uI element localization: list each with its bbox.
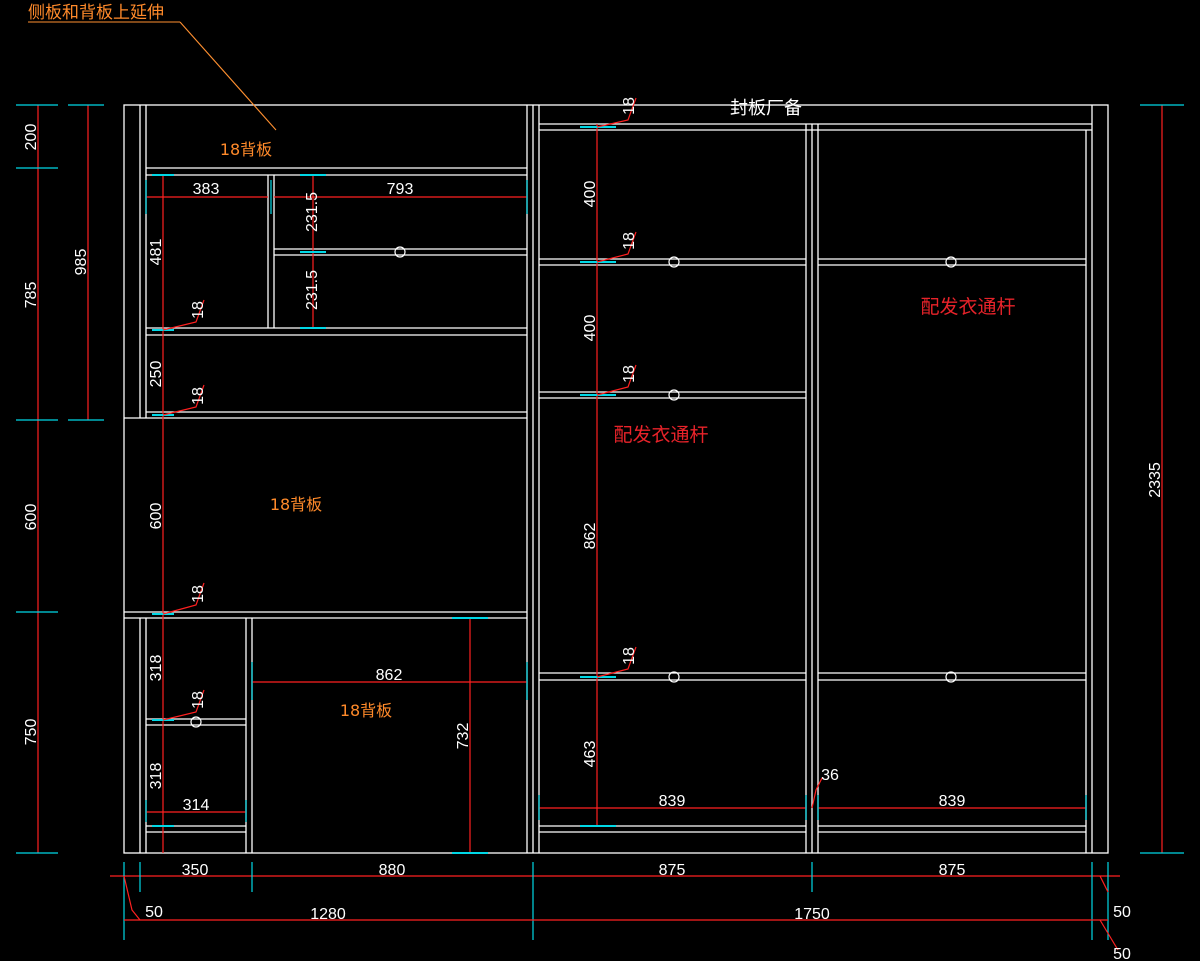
note-back-panel-1: 18背板: [220, 140, 272, 159]
rod-marker-1: [394, 246, 406, 258]
dim-250: 250: [148, 361, 165, 388]
dim-mid-18-b: 18: [621, 232, 638, 250]
rod-marker-6: [945, 671, 957, 683]
note-top-leader: [179, 21, 277, 131]
note-back-panel-3: 18背板: [340, 701, 392, 720]
rod-marker-3: [945, 256, 957, 268]
bottom-dimension-chains: [110, 862, 1120, 951]
rod-marker-2: [668, 256, 680, 268]
dim-18-b: 18: [190, 387, 207, 405]
rod-marker-5: [668, 671, 680, 683]
dim-231-5-a: 231.5: [304, 192, 321, 232]
dim-mid-463: 463: [582, 741, 599, 768]
dim-18-d: 18: [190, 691, 207, 709]
dim-481: 481: [148, 239, 165, 266]
wardrobe-frame: [123, 104, 1109, 854]
dim-bottom-880: 880: [379, 862, 406, 879]
dim-bottom-50-c: 50: [1113, 946, 1131, 961]
dim-36: 36: [821, 767, 839, 784]
dim-left-985: 985: [73, 249, 90, 276]
dim-mid-18-top: 18: [621, 97, 638, 115]
dim-314: 314: [183, 797, 210, 814]
note-extend-side-back: 侧板和背板上延伸: [28, 3, 164, 23]
dim-mid-18-d: 18: [621, 647, 638, 665]
dim-mid-400-b: 400: [582, 315, 599, 342]
dim-left-200: 200: [23, 124, 40, 151]
dim-bottom-1280: 1280: [310, 906, 346, 923]
dim-839-a: 839: [659, 793, 686, 810]
dim-231-5-b: 231.5: [304, 270, 321, 310]
dim-318-a: 318: [148, 655, 165, 682]
dim-18-c: 18: [190, 585, 207, 603]
dim-bottom-350: 350: [182, 862, 209, 879]
left-dimension-chain: [16, 104, 104, 854]
dim-862-lower: 862: [376, 667, 403, 684]
dim-right-2335: 2335: [1147, 462, 1164, 498]
dim-383: 383: [193, 181, 220, 198]
dim-600-inner: 600: [148, 503, 165, 530]
dim-left-600: 600: [23, 504, 40, 531]
note-hanging-rod-right: 配发衣通杆: [920, 296, 1015, 318]
dim-mid-400-a: 400: [582, 181, 599, 208]
dim-bottom-875-b: 875: [939, 862, 966, 879]
dim-bottom-50-b: 50: [1113, 904, 1131, 921]
dim-bottom-1750: 1750: [794, 906, 830, 923]
rod-marker-4: [668, 389, 680, 401]
dim-mid-862: 862: [582, 523, 599, 550]
outer-outline: [123, 104, 1109, 854]
left-inner-dims: [145, 174, 528, 854]
note-back-panel-2: 18背板: [270, 495, 322, 514]
hanging-rods: [190, 246, 957, 728]
dim-left-785: 785: [23, 282, 40, 309]
dim-793: 793: [387, 181, 414, 198]
dim-left-750: 750: [23, 719, 40, 746]
dim-bottom-875-a: 875: [659, 862, 686, 879]
right-dimension: [1140, 104, 1184, 854]
dim-18-a: 18: [190, 301, 207, 319]
dim-839-b: 839: [939, 793, 966, 810]
dim-bottom-50-a: 50: [145, 904, 163, 921]
dim-732: 732: [455, 723, 472, 750]
middle-column-dims: [538, 97, 1087, 827]
dim-318-b: 318: [148, 763, 165, 790]
note-hanging-rod-middle: 配发衣通杆: [613, 424, 708, 446]
note-seal-board: 封板厂备: [730, 98, 802, 119]
dim-mid-18-c: 18: [621, 365, 638, 383]
rod-marker-7: [190, 716, 202, 728]
